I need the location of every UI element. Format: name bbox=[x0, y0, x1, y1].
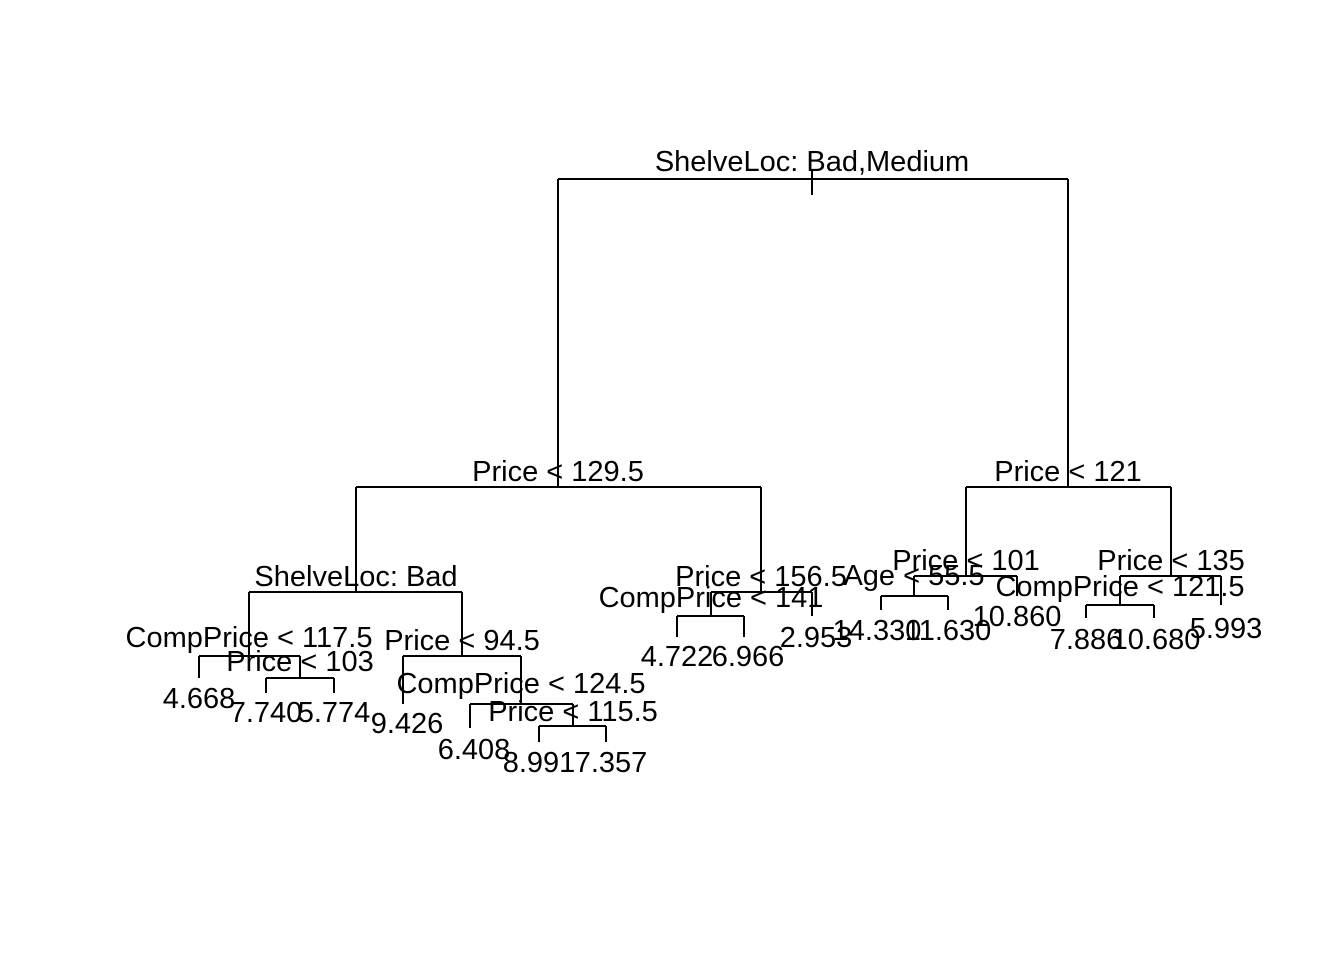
leaf-value: 4.668 bbox=[163, 683, 236, 715]
split-label-r: Price < 121 bbox=[994, 456, 1142, 488]
split-label-rl: Price < 101 bbox=[892, 545, 1040, 577]
split-label-lllr: Price < 103 bbox=[226, 646, 374, 678]
leaf-value: 6.966 bbox=[712, 641, 785, 673]
split-node-rll: Age < 55.5 bbox=[843, 560, 985, 610]
split-label-rr: Price < 135 bbox=[1097, 545, 1245, 577]
split-node-lll: CompPrice < 117.5 bbox=[126, 622, 373, 678]
leaf-value: 7.886 bbox=[1050, 624, 1123, 656]
split-node-lllr: Price < 103 bbox=[226, 646, 374, 693]
split-node-llrr: CompPrice < 124.5 bbox=[396, 668, 646, 728]
split-label-rrl: CompPrice < 121.5 bbox=[995, 571, 1244, 603]
split-label-llrrr: Price < 115.5 bbox=[488, 696, 658, 728]
split-label-ll: ShelveLoc: Bad bbox=[254, 561, 457, 593]
leaf-value: 2.953 bbox=[780, 622, 853, 654]
leaf-value: 9.426 bbox=[371, 708, 444, 740]
split-node-rrl: CompPrice < 121.5 bbox=[995, 571, 1245, 618]
leaf-value: 14.330 bbox=[833, 615, 922, 647]
leaf-value: 11.630 bbox=[905, 615, 992, 647]
leaf-value: 7.740 bbox=[230, 697, 303, 729]
split-label-l: Price < 129.5 bbox=[472, 456, 644, 488]
leaf-value: 8.991 bbox=[503, 747, 576, 779]
split-node-root: ShelveLoc: Bad,Medium bbox=[557, 146, 1069, 487]
leaf-value: 10.860 bbox=[973, 601, 1062, 633]
split-label-rll: Age < 55.5 bbox=[843, 560, 984, 592]
leaf-value: 7.357 bbox=[575, 747, 648, 779]
split-label-lll: CompPrice < 117.5 bbox=[126, 622, 373, 654]
split-node-llrrr: Price < 115.5 bbox=[488, 696, 658, 742]
leaf-value: 10.680 bbox=[1112, 624, 1201, 656]
leaf-value: 6.408 bbox=[438, 734, 511, 766]
split-node-l: Price < 129.5 bbox=[355, 456, 762, 592]
leaf-value: 5.993 bbox=[1190, 613, 1263, 645]
split-node-r: Price < 121 bbox=[965, 456, 1172, 576]
split-node-llr: Price < 94.5 bbox=[384, 625, 540, 704]
leaf-value: 5.774 bbox=[298, 697, 371, 729]
split-label-llrr: CompPrice < 124.5 bbox=[396, 668, 645, 700]
split-label-lr: Price < 156.5 bbox=[675, 561, 847, 593]
split-node-lr: Price < 156.5 bbox=[675, 561, 847, 616]
split-node-rl: Price < 101 bbox=[892, 545, 1040, 596]
split-node-lrl: CompPrice < 141 bbox=[599, 582, 824, 637]
leaf-value: 4.722 bbox=[641, 641, 714, 673]
split-label-lrl: CompPrice < 141 bbox=[599, 582, 824, 614]
split-label-root: ShelveLoc: Bad,Medium bbox=[655, 146, 969, 178]
split-node-rr: Price < 135 bbox=[1097, 545, 1245, 605]
split-node-ll: ShelveLoc: Bad bbox=[248, 561, 463, 656]
split-label-llr: Price < 94.5 bbox=[384, 625, 540, 657]
